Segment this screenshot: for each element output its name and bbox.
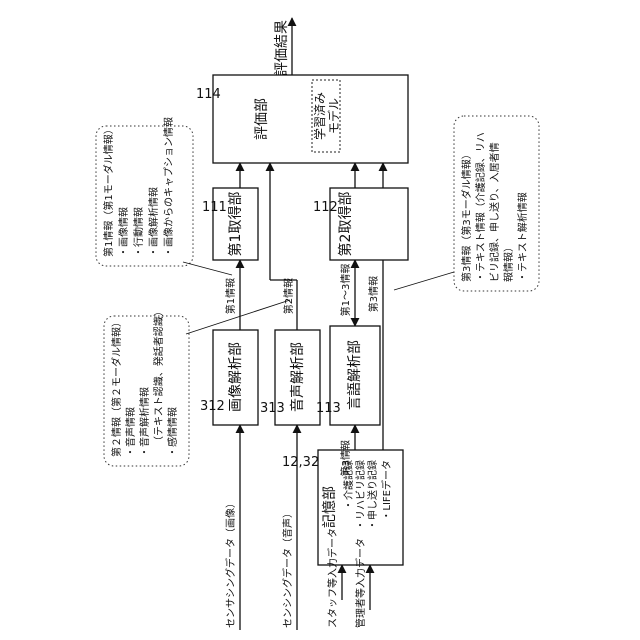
evaluator-label: 評価部 xyxy=(254,98,270,140)
sensing-audio-label: センシングデータ（音声） xyxy=(281,508,294,628)
audio-analysis-label: 音声解析部 xyxy=(289,342,306,412)
image-analysis-label: 画像解析部 xyxy=(228,342,244,412)
info2-signal-label: 第2情報 xyxy=(282,278,295,314)
info2-note-line2: ・音声解析情報 xyxy=(138,387,151,457)
info3-note-line0: 第3情報（第3モーダル情報） xyxy=(460,149,473,282)
info1-note-leader xyxy=(183,262,232,275)
ref-image: 312 xyxy=(200,399,225,414)
info1-signal-label: 第1情報 xyxy=(224,278,237,314)
ref-audio: 313 xyxy=(260,401,285,416)
info3-note-line4: ・テキスト解析情報 xyxy=(516,192,529,282)
info2-note-line1: ・音声情報 xyxy=(124,407,137,457)
info2-note-line0: 第２情報（第２モーダル情報） xyxy=(110,317,123,457)
info3-note-line3: 報情報） xyxy=(502,242,515,282)
storage-item-handover: ・申し送り記録 xyxy=(366,460,379,530)
ref-evaluator: 114 xyxy=(196,87,221,102)
info1-note-line4: ・画像からのキャプション情報 xyxy=(162,117,175,257)
info1-note-line0: 第1情報（第1モーダル情報） xyxy=(102,124,115,257)
info3-note-leader xyxy=(394,272,454,290)
acq1-label: 第1取得部 xyxy=(227,192,244,257)
info1-note-line2: ・行動情報 xyxy=(132,207,145,257)
staff-input-label: スタッフ等入力データ xyxy=(326,528,339,628)
info2-note-leader xyxy=(186,300,290,334)
ref-acq1: 111 xyxy=(202,200,227,215)
ref-acq2: 112 xyxy=(313,200,338,215)
info13-signal-label: 第1～3情報 xyxy=(339,264,352,317)
storage-item-life: ・LIFEデータ xyxy=(380,460,393,521)
output-label: 評価結果 xyxy=(274,20,290,76)
info3-note-line2: ビリ記録、申し送り、入居者情 xyxy=(488,142,501,282)
storage-item-rehab: ・リハビリ記録 xyxy=(354,460,367,530)
sensing-image-label: センサシングデータ（画像） xyxy=(224,498,237,628)
info3-note-line1: ・テキスト情報（介護記録、リハ xyxy=(474,132,487,282)
evaluator-box xyxy=(213,75,408,163)
info3-signal-label: 第3情報 xyxy=(367,276,380,312)
info3-storage-label: 第3情報 xyxy=(339,440,352,476)
info2-note-line4: ・感情情報 xyxy=(166,407,179,457)
model-label-line2: モデル xyxy=(326,98,341,134)
acq2-label: 第2取得部 xyxy=(337,192,354,257)
language-analysis-label: 言語解析部 xyxy=(347,340,363,410)
info1-note-line3: ・画像解析情報 xyxy=(147,187,160,257)
info1-note-line1: ・画像情報 xyxy=(117,207,130,257)
ref-storage: 12,32 xyxy=(282,455,319,470)
info2-note-line3: （テキスト認識、発話者認識） xyxy=(152,306,165,446)
model-label-line1: 学習済み xyxy=(312,92,327,140)
storage-title: 記憶部 xyxy=(321,486,338,528)
manager-input-label: 管理者等入力データ xyxy=(354,538,367,628)
ref-lang: 113 xyxy=(316,401,341,416)
